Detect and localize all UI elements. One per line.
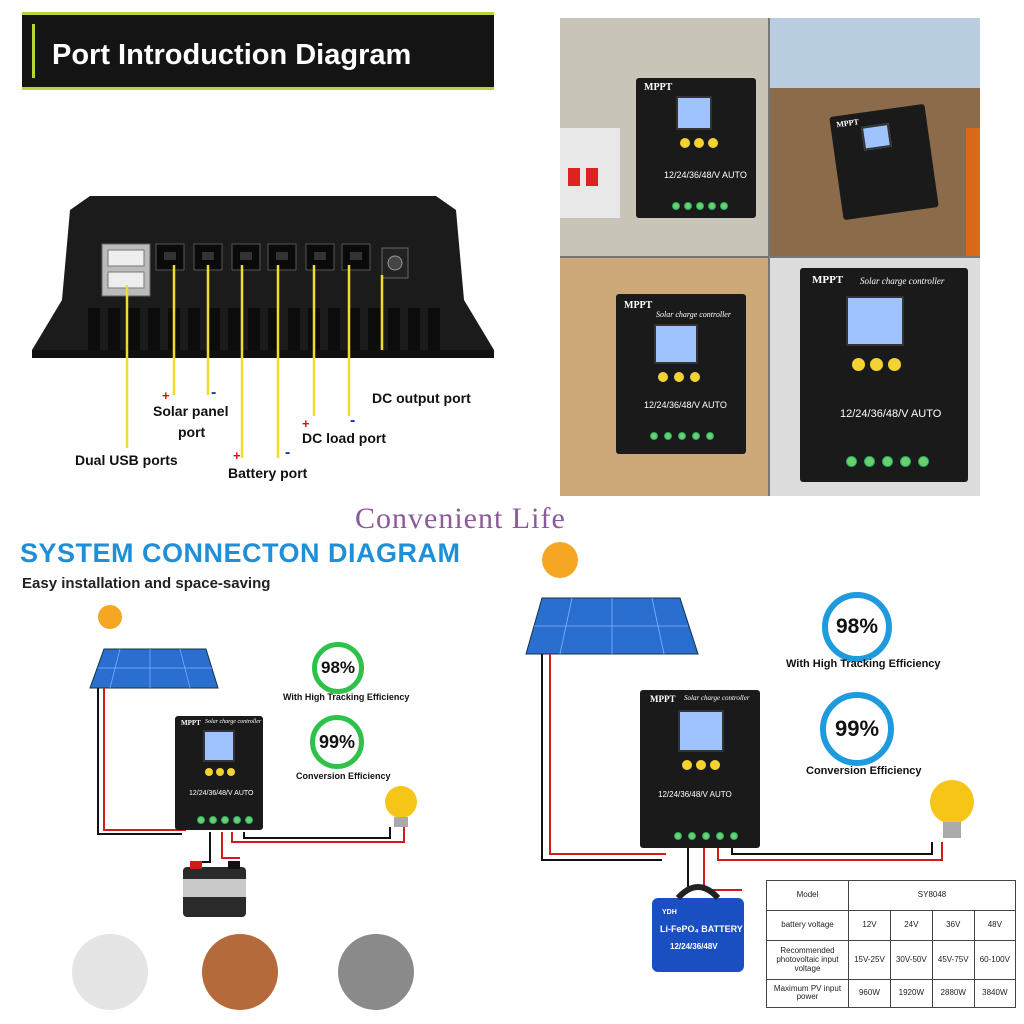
controller-photo: MPPT 12/24/36/48/V AUTO: [636, 78, 756, 218]
dc-load-port-label: DC load port: [302, 430, 386, 446]
table-cell: 36V: [931, 910, 975, 942]
battery-label: Li-FePO₄ BATTERY: [660, 924, 743, 934]
table-cell: Recommended photovoltaic input voltage: [766, 940, 849, 980]
conversion-efficiency-gauge: 99%: [310, 715, 364, 769]
lcd-screen: [203, 730, 235, 762]
table-cell: 30V-50V: [889, 940, 933, 980]
lcd-screen: [846, 296, 904, 346]
controller-photo: MPPT: [829, 103, 939, 221]
controller-diagram-left: MPPT Solar charge controller 12/24/36/48…: [175, 716, 263, 830]
banner-accent-bottom: [22, 87, 494, 90]
table-cell: 45V-75V: [931, 940, 975, 980]
wiring-diagram-left: [72, 605, 417, 1010]
table-cell: 48V: [973, 910, 1017, 942]
wiring-diagram-right: [525, 542, 974, 972]
table-cell: Model: [766, 879, 849, 912]
solar-panel-port-label: Solar panel: [153, 403, 229, 419]
table-cell: 960W: [848, 978, 891, 1009]
tracking-efficiency-gauge: 98%: [312, 642, 364, 694]
system-connection-left: 98% With High Tracking Efficiency 99% Co…: [0, 512, 512, 1024]
battery-minus-sign: -: [285, 444, 291, 461]
lcd-screen: [678, 710, 724, 752]
product-photo-collage: MPPT 12/24/36/48/V AUTO MPPT MPPT Solar …: [560, 18, 980, 496]
window-view: [770, 18, 980, 88]
orange-frame: [966, 128, 980, 256]
table-cell: Maximum PV input power: [766, 978, 849, 1009]
battery-voltage: 12/24/36/48V: [670, 942, 718, 951]
lcd-screen: [654, 324, 698, 364]
table-row: Model SY8048: [766, 879, 1016, 912]
table-cell: 24V: [889, 910, 933, 942]
leader-lines: [125, 265, 384, 458]
tracking-efficiency-label: With High Tracking Efficiency: [283, 692, 410, 702]
solar-plus-sign: +: [162, 388, 170, 403]
solar-minus-sign: -: [211, 384, 217, 401]
spec-table: Model SY8048 battery voltage 12V 24V 36V…: [766, 879, 1017, 1009]
table-cell: SY8048: [848, 879, 1016, 912]
watermark-text: Convenient Life: [355, 502, 566, 535]
controller-photo: MPPT Solar charge controller 12/24/36/48…: [800, 268, 968, 482]
breaker-switch: [586, 168, 598, 186]
installed-photo-1: MPPT 12/24/36/48/V AUTO: [560, 18, 768, 256]
controller-diagram-right: MPPT Solar charge controller 12/24/36/48…: [640, 690, 760, 848]
table-row: battery voltage 12V 24V 36V 48V: [766, 910, 1017, 942]
breaker-switch: [568, 168, 580, 186]
lcd-screen: [860, 122, 892, 151]
table-row: Maximum PV input power 960W 1920W 2880W …: [766, 978, 1017, 1009]
banner-accent-left: [32, 24, 35, 78]
battery-plus-sign: +: [233, 448, 241, 463]
table-cell: 1920W: [889, 978, 933, 1009]
page-title: Port Introduction Diagram: [52, 39, 412, 71]
table-cell: 2880W: [931, 978, 975, 1009]
conversion-efficiency-label: Conversion Efficiency: [296, 771, 391, 781]
table-cell: battery voltage: [766, 910, 849, 942]
conversion-efficiency-gauge: 99%: [820, 692, 894, 766]
tracking-efficiency-gauge: 98%: [822, 592, 892, 662]
port-introduction-panel: Port Introduction Diagram: [0, 0, 512, 500]
table-cell: 3840W: [973, 978, 1017, 1009]
title-banner: Port Introduction Diagram: [22, 12, 494, 90]
battery-port-label: Battery port: [228, 465, 308, 481]
closeup-photo: MPPT Solar charge controller 12/24/36/48…: [770, 258, 980, 496]
battery-brand: YDH: [662, 909, 677, 916]
dual-usb-label: Dual USB ports: [75, 452, 178, 468]
control-button: [708, 138, 718, 148]
load-plus-sign: +: [302, 416, 310, 431]
control-button: [680, 138, 690, 148]
load-minus-sign: -: [350, 412, 356, 429]
tracking-efficiency-label: With High Tracking Efficiency: [786, 658, 941, 670]
controller-side-view: [32, 196, 494, 358]
system-diagram-subtitle: Easy installation and space-saving: [22, 575, 271, 592]
table-cell: 12V: [848, 910, 891, 942]
banner-accent-top: [22, 12, 494, 15]
table-cell: 15V-25V: [848, 940, 891, 980]
controller-photo: MPPT Solar charge controller 12/24/36/48…: [616, 294, 746, 454]
table-cell: 60-100V: [973, 940, 1017, 980]
solar-panel-port-label-line2: port: [178, 424, 206, 440]
table-row: Recommended photovoltaic input voltage 1…: [766, 940, 1017, 980]
conversion-efficiency-label: Conversion Efficiency: [806, 765, 922, 777]
installed-photo-2: MPPT: [770, 18, 980, 256]
control-button: [694, 138, 704, 148]
lcd-screen: [676, 96, 712, 130]
boxed-photo-1: MPPT Solar charge controller 12/24/36/48…: [560, 258, 768, 496]
system-diagram-title: SYSTEM CONNECTON DIAGRAM: [20, 538, 461, 568]
dc-output-port-label: DC output port: [372, 390, 471, 406]
